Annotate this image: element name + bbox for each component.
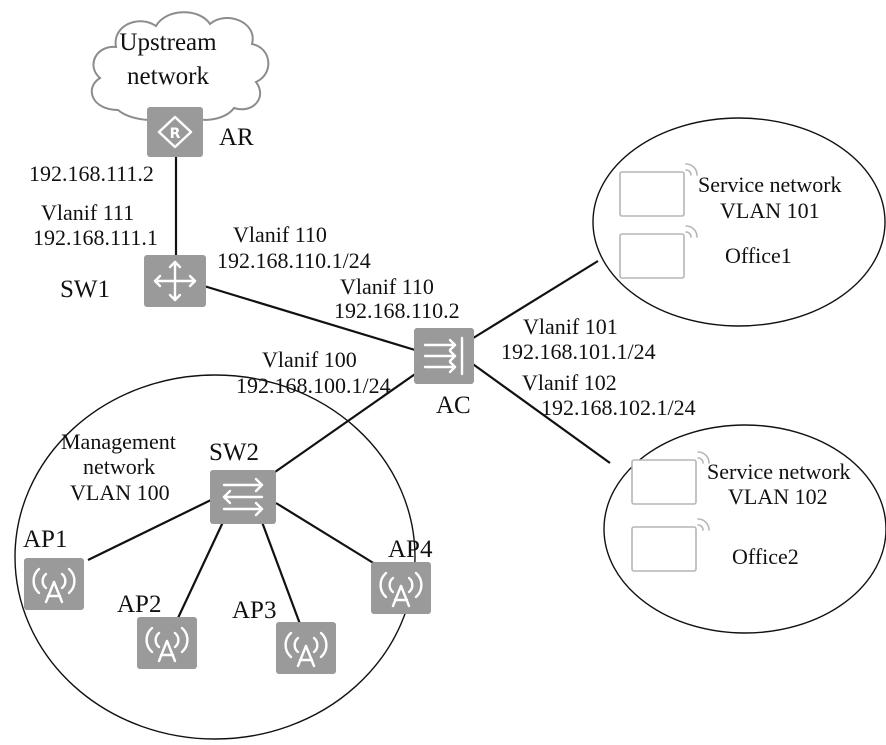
ac-svc2-line1: Vlanif 102	[522, 370, 617, 395]
ap3-label: AP3	[232, 597, 276, 624]
ac-svc2-line2: 192.168.102.1/24	[541, 395, 696, 420]
wireless-terminal-icon	[619, 163, 698, 217]
ac-svc1-line1: Vlanif 101	[523, 314, 618, 339]
ac-mgmt-line2: 192.168.100.1/24	[236, 373, 391, 398]
link-ac-office1	[469, 260, 599, 341]
ac-mgmt-line1: Vlanif 100	[262, 347, 357, 372]
office1-label-line2: VLAN 101	[720, 198, 820, 223]
svg-text:R: R	[170, 126, 181, 142]
switch-icon	[210, 470, 276, 524]
access-point-icon	[24, 558, 84, 610]
router-icon: R	[147, 107, 203, 157]
management-label-line3: VLAN 100	[70, 480, 170, 505]
ap2-label: AP2	[117, 591, 161, 618]
ar-ip: 192.168.111.2	[29, 161, 154, 186]
office2-label-line1: Service network	[707, 459, 851, 484]
office2-name: Office2	[732, 544, 799, 569]
sw2-name: SW2	[209, 439, 259, 466]
link-sw2-ap4	[275, 502, 376, 565]
ac-uplink-line1: Vlanif 110	[340, 274, 434, 299]
access-point-icon	[371, 562, 431, 614]
ap1-label: AP1	[23, 526, 67, 553]
office2-label-line2: VLAN 102	[728, 484, 828, 509]
access-controller-icon	[414, 328, 474, 384]
sw1-vlanif-up-line2: 192.168.111.1	[33, 225, 158, 250]
link-ac-sw2	[274, 371, 419, 473]
wireless-terminal-icon	[619, 225, 698, 279]
link-sw2-ap3	[260, 521, 302, 625]
management-network-region	[14, 374, 416, 740]
wireless-terminal-icon	[631, 451, 710, 505]
wireless-terminal-icon	[631, 518, 710, 572]
sw1-vlanif-down-line1: Vlanif 110	[233, 222, 327, 247]
link-ac-office2	[469, 361, 611, 464]
sw1-vlanif-down-line2: 192.168.110.1/24	[217, 248, 371, 273]
sw1-vlanif-up-line1: Vlanif 111	[41, 200, 134, 225]
link-sw1-ac	[203, 284, 416, 352]
link-sw2-ap2	[177, 521, 224, 619]
cloud-label-line2: network	[127, 63, 209, 90]
cloud-label-line1: Upstream	[119, 29, 217, 56]
office2-region	[603, 424, 886, 634]
cloud-icon	[90, 11, 270, 122]
ac-svc1-line2: 192.168.101.1/24	[501, 339, 656, 364]
management-label-line2: network	[83, 454, 155, 479]
ar-name: AR	[219, 124, 254, 151]
office1-label-line1: Service network	[698, 172, 842, 197]
access-point-icon	[137, 617, 197, 669]
link-sw2-ap1	[87, 499, 212, 561]
access-point-icon	[276, 622, 336, 674]
office1-name: Office1	[725, 243, 792, 268]
management-label-line1: Management	[61, 429, 176, 454]
ac-name: AC	[436, 392, 471, 419]
sw1-name: SW1	[60, 276, 110, 303]
ap4-label: AP4	[388, 536, 433, 563]
l3-switch-icon	[144, 255, 206, 307]
office1-region	[592, 117, 886, 327]
ac-uplink-line2: 192.168.110.2	[334, 298, 460, 323]
